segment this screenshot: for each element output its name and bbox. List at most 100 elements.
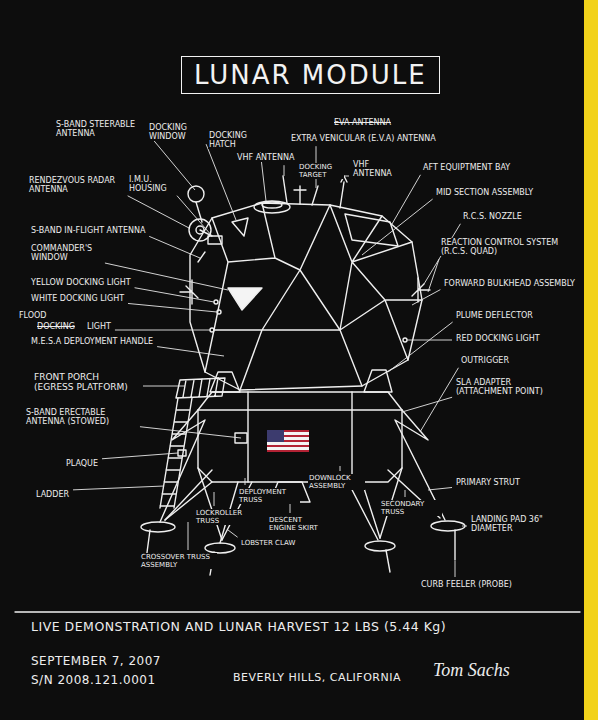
- flag-field: [267, 430, 309, 452]
- leader-line: [428, 259, 439, 292]
- leader-line: [344, 176, 349, 177]
- rcs-quad-right: [412, 278, 430, 302]
- front-porch: [176, 378, 225, 398]
- part-label: CROSSOVER TRUSS ASSEMBLY: [140, 553, 217, 569]
- leader-line: [177, 196, 212, 236]
- part-label: DOCKING TARGET: [298, 163, 344, 179]
- part-label: DEPLOYMENT TRUSS: [238, 488, 300, 504]
- leader-line: [228, 530, 238, 537]
- docking-hatch-rim: [262, 202, 282, 208]
- imu-housing: [208, 236, 222, 244]
- part-label: DOCKING: [36, 322, 76, 331]
- s-band-steerable-dish: [188, 186, 204, 202]
- white-docking-light: [217, 310, 221, 314]
- part-label: MID SECTION ASSEMBLY: [435, 188, 534, 197]
- part-label: LIGHT: [86, 322, 112, 331]
- vhf-antennas: [283, 176, 347, 208]
- leader-line: [405, 490, 406, 497]
- line-drawing: [15, 176, 580, 612]
- leader-line: [290, 503, 291, 513]
- leader-line: [102, 453, 178, 459]
- leader-line: [455, 561, 456, 577]
- rule-line: [15, 611, 580, 612]
- us-flag: [267, 430, 309, 452]
- part-label: OUTRIGGER: [460, 356, 510, 365]
- leader-line: [115, 330, 210, 331]
- left-pad: [141, 522, 175, 532]
- part-label: PLAQUE: [65, 459, 99, 468]
- leader-line: [388, 322, 453, 372]
- part-label: FORWARD BULKHEAD ASSEMBLY: [443, 279, 576, 288]
- eva-antenna: [312, 186, 318, 205]
- leader-line: [140, 427, 241, 438]
- rcs-quad-left: [180, 280, 198, 304]
- leader-line: [340, 466, 341, 471]
- signature: Tom Sachs: [432, 660, 511, 681]
- leader-line: [420, 368, 458, 432]
- radar-mount: [200, 230, 212, 236]
- front-left-pad: [205, 543, 235, 553]
- part-label: RED DOCKING LIGHT: [455, 334, 541, 343]
- inscription: BEVERLY HILLS, CALIFORNIA: [232, 672, 402, 685]
- leader-line: [188, 522, 189, 550]
- leader-line: [284, 165, 285, 176]
- part-label: LOBSTER CLAW: [240, 539, 296, 547]
- leader-line: [245, 478, 246, 485]
- part-label: CURB FEELER (PROBE): [420, 580, 513, 589]
- flag-stripe: [267, 450, 309, 452]
- midsection-facets: [330, 205, 422, 360]
- part-label: COMMANDER'S WINDOW: [30, 244, 102, 262]
- leader-line: [128, 303, 217, 312]
- flag-stripe: [267, 445, 309, 447]
- right-pad: [431, 521, 465, 531]
- inscription: SEPTEMBER 7, 2007: [30, 655, 162, 669]
- leader-line: [157, 347, 224, 356]
- flag-canton: [267, 430, 284, 442]
- part-label: YELLOW DOCKING LIGHT: [30, 278, 132, 287]
- part-label: EXTRA VENICULAR (E.V.A) ANTENNA: [290, 134, 437, 143]
- part-label: FRONT PORCH (EGRESS PLATFORM): [33, 372, 140, 393]
- plume-deflectors: [210, 370, 392, 392]
- leader-line: [402, 397, 452, 412]
- part-label: R.C.S. NOZZLE: [462, 212, 523, 221]
- docking-target: [294, 186, 306, 204]
- right-probe: [454, 530, 455, 560]
- docking-hatch: [254, 201, 290, 213]
- plaque: [178, 450, 186, 456]
- part-label: AFT EQUIPTMENT BAY: [422, 163, 511, 172]
- part-label: FLOOD: [18, 311, 48, 320]
- leader-line: [428, 487, 452, 490]
- leader-line: [462, 526, 467, 527]
- commanders-window: [228, 288, 262, 310]
- leader-line: [128, 196, 189, 228]
- leader-line: [362, 199, 433, 255]
- part-label: VHF ANTENNA: [236, 153, 295, 162]
- crossover-truss: [165, 468, 402, 540]
- title-box: LUNAR MODULE: [181, 56, 440, 94]
- front-right-pad: [365, 541, 395, 551]
- part-label: S-BAND IN-FLIGHT ANTENNA: [30, 226, 146, 235]
- part-label: I.M.U. HOUSING: [128, 175, 175, 193]
- inscription: S/N 2008.121.0001: [30, 674, 157, 688]
- leader-line: [407, 340, 452, 341]
- part-label: WHITE DOCKING LIGHT: [30, 294, 125, 303]
- part-label: VHF ANTENNA: [352, 160, 394, 178]
- part-label: SLA ADAPTER (ATTACHMENT POINT): [455, 378, 562, 396]
- part-label: DOCKING WINDOW: [148, 123, 205, 141]
- ascent-stage-outline: [190, 203, 422, 390]
- front-right-probe: [386, 550, 390, 572]
- yellow-docking-light: [214, 300, 218, 304]
- leader-line: [214, 492, 215, 506]
- part-label: LANDING PAD 36" DIAMETER: [470, 515, 547, 533]
- part-label: DOWNLOCK ASSEMBLY: [308, 474, 365, 490]
- part-label: DOCKING HATCH: [208, 131, 260, 149]
- aft-equipment-bay: [345, 214, 398, 246]
- in-flight-antenna: [198, 252, 205, 262]
- part-label: LADDER: [35, 490, 70, 499]
- part-label: M.E.S.A DEPLOYMENT HANDLE: [30, 337, 154, 346]
- docking-window: [232, 218, 248, 236]
- front-right-leg: [348, 482, 380, 540]
- left-leg: [160, 410, 212, 522]
- leader-line: [73, 486, 164, 490]
- part-label: S-BAND STEERABLE ANTENNA: [55, 120, 152, 138]
